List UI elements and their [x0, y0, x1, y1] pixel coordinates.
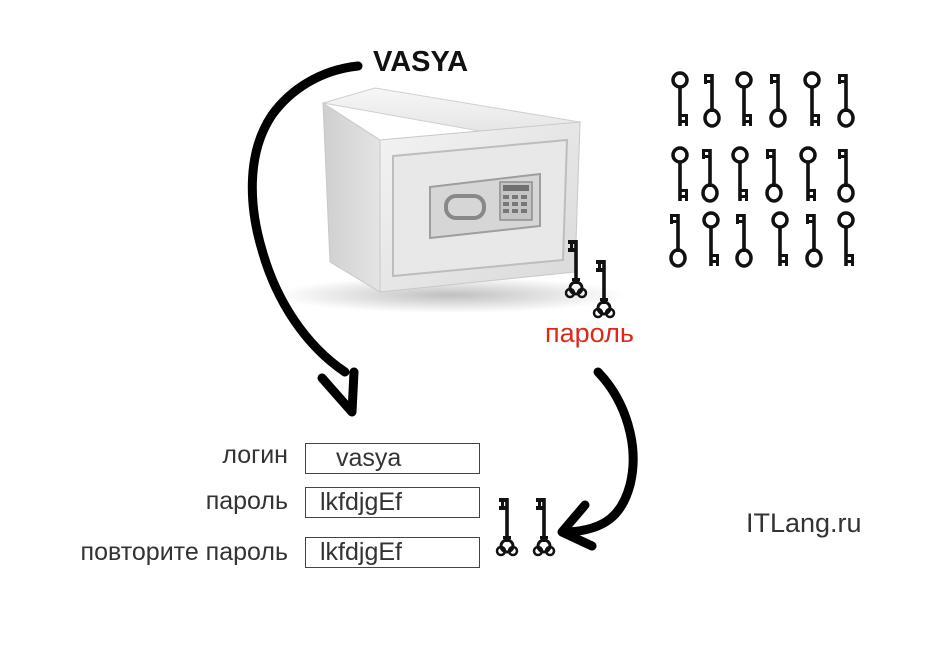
key-icon [702, 72, 721, 128]
password-field[interactable]: lkfdjgEf [305, 487, 480, 518]
key-icon [803, 71, 822, 128]
key-icon [837, 211, 856, 268]
key-icon [735, 71, 754, 128]
key-icon [836, 72, 855, 128]
key-icon [700, 147, 719, 203]
arrow-icon [557, 367, 638, 551]
key-icon [799, 146, 818, 203]
repeat-password-field[interactable]: lkfdjgEf [305, 537, 480, 568]
site-watermark: ITLang.ru [746, 508, 862, 538]
key-icon [768, 72, 787, 128]
key-icon [734, 212, 753, 268]
key-icon [532, 496, 556, 557]
key-icon [804, 212, 823, 268]
key-icon [764, 147, 783, 203]
key-icon [771, 211, 790, 268]
login-label: логин [222, 441, 288, 469]
key-icon [731, 146, 750, 203]
key-icon [702, 211, 721, 268]
key-icon [668, 212, 687, 268]
form-keys [495, 496, 556, 557]
key-icon [495, 496, 519, 557]
password-label: пароль [205, 487, 288, 515]
repeat-password-label: повторите пароль [80, 538, 288, 566]
key-collection [668, 71, 856, 268]
key-icon [671, 146, 690, 203]
key-icon [836, 147, 855, 203]
login-field[interactable]: vasya [305, 443, 480, 474]
safe-icon [275, 87, 625, 313]
arrow-icon [247, 61, 363, 417]
owner-label: VASYA [373, 46, 469, 78]
key-icon [671, 71, 690, 128]
password-caption: пароль [545, 318, 634, 348]
